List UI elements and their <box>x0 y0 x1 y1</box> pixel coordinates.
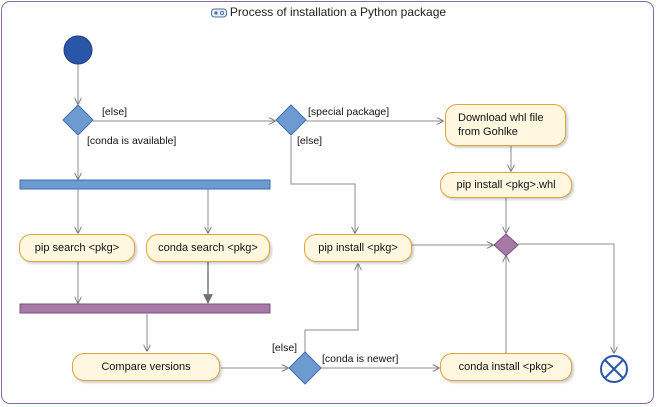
initial-node <box>63 35 93 65</box>
guard-conda-newer: [conda is newer] <box>322 353 399 365</box>
merge-node <box>493 233 519 257</box>
action-pip-search[interactable]: pip search <pkg> <box>19 234 135 262</box>
decision-conda-newer <box>288 351 322 385</box>
action-conda-install[interactable]: conda install <pkg> <box>440 353 572 381</box>
decision-special-package <box>275 104 307 136</box>
decision-conda-available <box>62 104 94 136</box>
action-download-whl[interactable]: Download whl file from Gohlke <box>445 104 566 146</box>
diagram-title: Process of installation a Python package <box>0 5 657 19</box>
edge-else-to-pip-install <box>290 136 355 233</box>
edge-decision-else-to-pip-install <box>304 264 358 353</box>
action-conda-search[interactable]: conda search <pkg> <box>146 234 270 262</box>
guard-special-package: [special package] <box>308 106 390 118</box>
action-compare-versions[interactable]: Compare versions <box>72 353 220 381</box>
edge-merge-to-final <box>518 243 614 353</box>
guard-else-top: [else] <box>102 106 128 118</box>
guard-else-bottom: [else] <box>272 342 298 354</box>
guard-else-special: [else] <box>297 135 323 147</box>
join-bar <box>19 303 271 314</box>
final-node <box>600 355 628 383</box>
fork-bar <box>19 179 271 190</box>
diagram-title-text: Process of installation a Python package <box>229 5 447 19</box>
guard-conda-available: [conda is available] <box>87 135 177 147</box>
action-pip-install[interactable]: pip install <pkg> <box>304 234 412 262</box>
activity-diagram-icon <box>210 8 227 18</box>
action-pip-install-whl[interactable]: pip install <pkg>.whl <box>440 172 572 198</box>
